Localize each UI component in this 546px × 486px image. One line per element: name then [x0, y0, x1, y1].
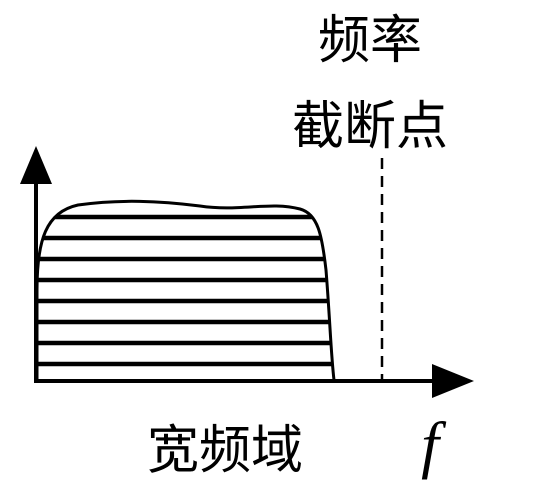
band-hatching [37, 214, 334, 367]
band-label: 宽频域 [147, 421, 303, 481]
cutoff-label-line1: 频率 [318, 11, 422, 71]
cutoff-label-line2: 截断点 [292, 97, 448, 157]
frequency-axis-symbol: f [421, 409, 447, 480]
x-axis-arrow [432, 364, 474, 398]
y-axis-arrow [20, 146, 52, 184]
band-outline [35, 199, 336, 381]
